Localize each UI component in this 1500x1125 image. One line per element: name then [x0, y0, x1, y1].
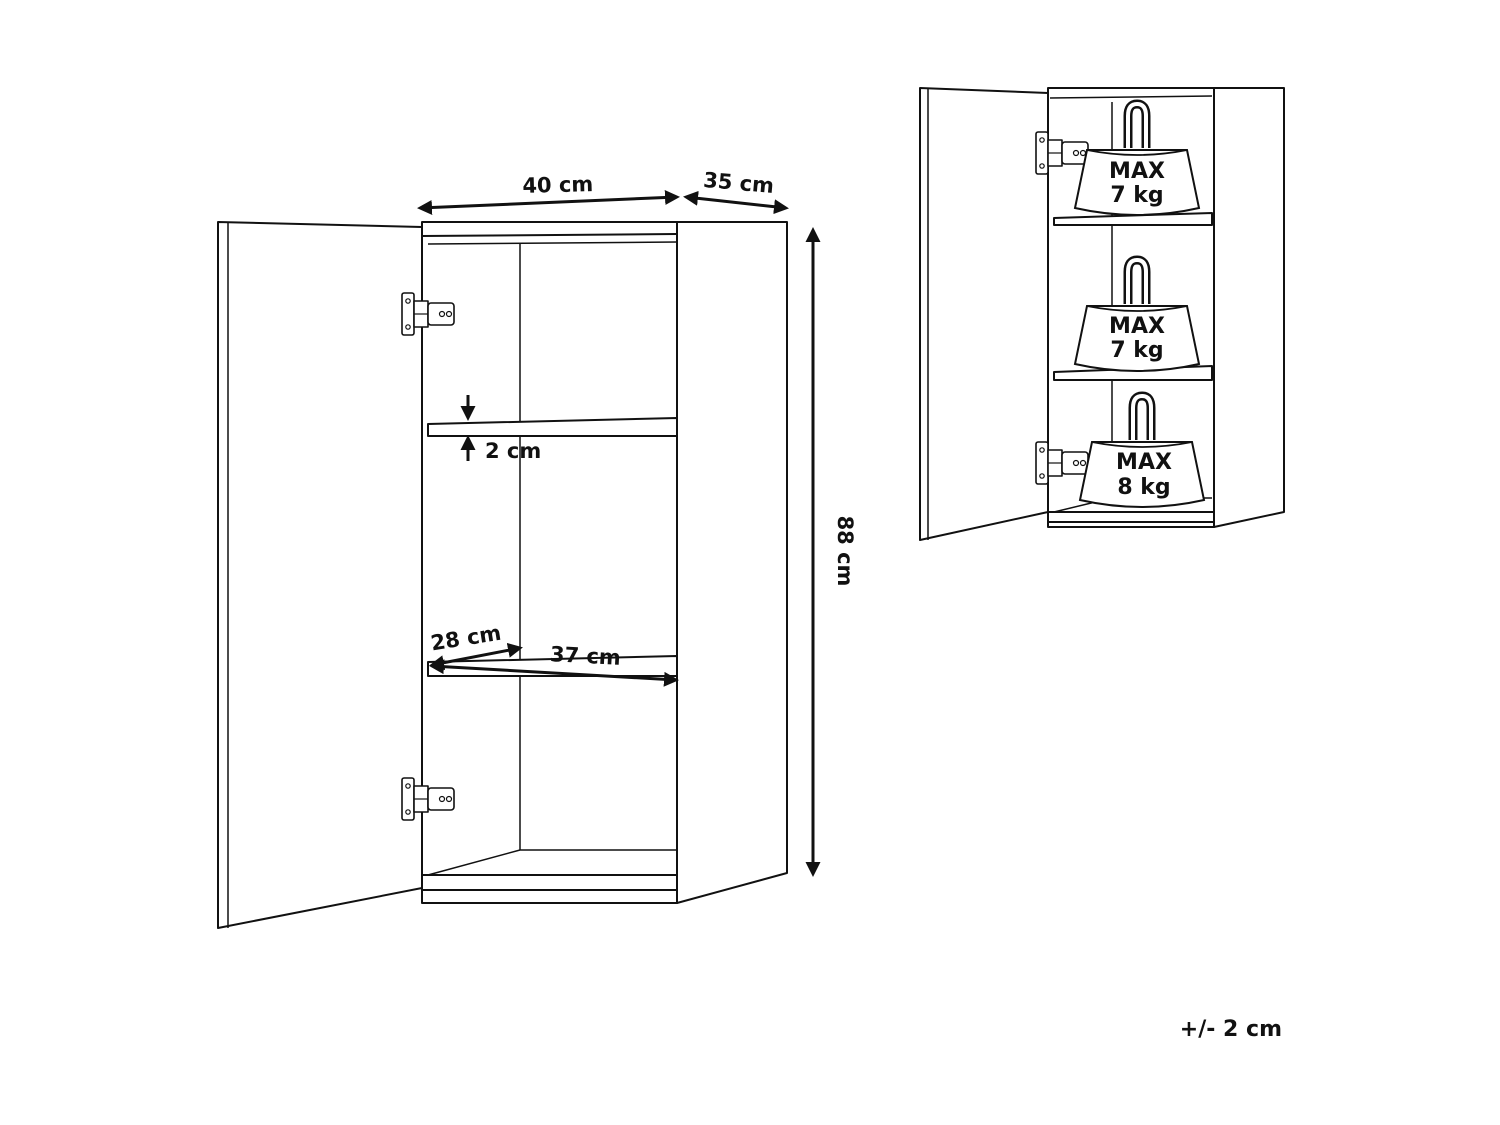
height-label: 88 cm	[833, 516, 857, 587]
shelf-thickness-label: 2 cm	[485, 439, 541, 463]
load-top-weight: 7 kg	[1110, 183, 1163, 208]
tolerance-note: +/- 2 cm	[1180, 1017, 1282, 1042]
load-middle-max: MAX	[1109, 314, 1165, 339]
shelf-width-label: 37 cm	[549, 642, 621, 670]
depth-label: 35 cm	[702, 168, 775, 198]
width-label: 40 cm	[522, 172, 593, 198]
load-middle-weight: 7 kg	[1110, 338, 1163, 363]
dimension-lines	[417, 190, 821, 877]
load-bottom-weight: 8 kg	[1117, 475, 1170, 500]
cabinet-dimensioned-view	[217, 221, 788, 929]
load-bottom-max: MAX	[1116, 450, 1172, 475]
load-top-max: MAX	[1109, 159, 1165, 184]
